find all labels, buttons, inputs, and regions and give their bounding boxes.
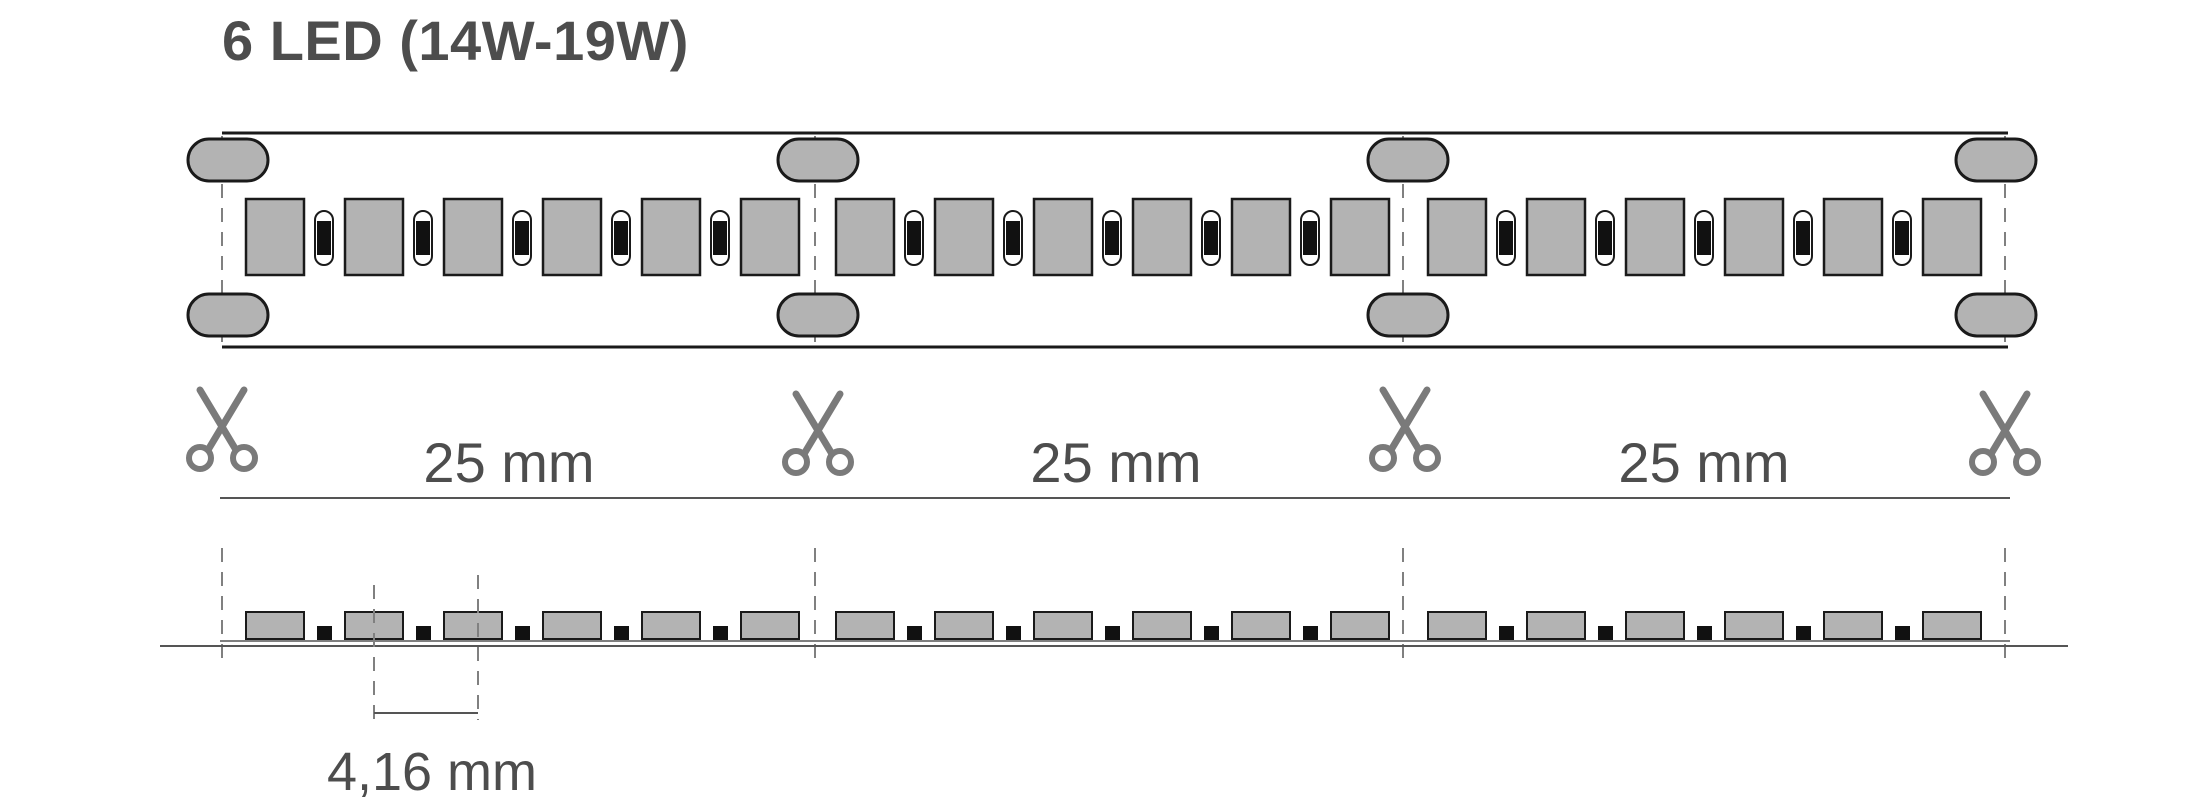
led-chip-side: [1033, 611, 1093, 640]
solder-pad: [1954, 292, 2038, 338]
resistor: [1006, 221, 1020, 255]
led-chip: [1230, 197, 1292, 277]
led-chip: [1624, 197, 1686, 277]
led-chip: [933, 197, 995, 277]
led-chip-side: [1625, 611, 1685, 640]
resistor: [1105, 221, 1119, 255]
diagram-title: 6 LED (14W-19W): [222, 9, 689, 72]
solder-pad: [776, 137, 860, 183]
led-chip: [1131, 197, 1193, 277]
resistor: [1796, 221, 1810, 255]
led-chip: [1032, 197, 1094, 277]
led-chip-side: [1427, 611, 1487, 640]
resistor-side: [1895, 626, 1910, 640]
resistor-side: [1303, 626, 1318, 640]
led-chip: [1426, 197, 1488, 277]
solder-pad: [1366, 137, 1450, 183]
led-chip-side: [641, 611, 701, 640]
resistor: [1895, 221, 1909, 255]
led-chip: [1525, 197, 1587, 277]
resistor: [1303, 221, 1317, 255]
led-chip: [1329, 197, 1391, 277]
resistor-side: [1499, 626, 1514, 640]
led-chip-side: [1922, 611, 1982, 640]
segment-3-length-label: 25 mm: [1618, 431, 1789, 494]
led-chip: [834, 197, 896, 277]
resistor: [614, 221, 628, 255]
resistor-side: [317, 626, 332, 640]
resistor: [416, 221, 430, 255]
scissors-icon: [785, 394, 851, 473]
resistor: [1697, 221, 1711, 255]
scissors-icon: [1372, 390, 1438, 469]
resistor: [317, 221, 331, 255]
led-chip-side: [1330, 611, 1390, 640]
resistor-side: [1796, 626, 1811, 640]
led-chip-side: [245, 611, 305, 640]
resistor: [1598, 221, 1612, 255]
led-chip-side: [740, 611, 800, 640]
solder-pad: [186, 137, 270, 183]
scissors-icon: [189, 390, 255, 469]
resistor-side: [1105, 626, 1120, 640]
resistor-side: [1006, 626, 1021, 640]
led-chip-side: [443, 611, 503, 640]
solder-pads: [186, 137, 2038, 338]
led-chip: [640, 197, 702, 277]
led-chip-side: [934, 611, 994, 640]
resistor-side: [416, 626, 431, 640]
resistor-side: [1598, 626, 1613, 640]
led-chip: [541, 197, 603, 277]
resistor: [515, 221, 529, 255]
scissors-icon: [1972, 394, 2038, 473]
solder-pad: [776, 292, 860, 338]
segment-1-length-label: 25 mm: [423, 431, 594, 494]
resistor-side: [907, 626, 922, 640]
resistor-side: [614, 626, 629, 640]
led-pitch-label: 4,16 mm: [327, 742, 537, 802]
led-chip-side: [1823, 611, 1883, 640]
led-chip-side: [542, 611, 602, 640]
resistor-side: [1204, 626, 1219, 640]
resistor: [907, 221, 921, 255]
solder-pad: [1954, 137, 2038, 183]
led-chip: [1822, 197, 1884, 277]
solder-pad: [1366, 292, 1450, 338]
led-chip-side: [1526, 611, 1586, 640]
side-view-leds: [245, 611, 1982, 640]
resistor-side: [1697, 626, 1712, 640]
solder-pad: [186, 292, 270, 338]
led-chip-side: [1724, 611, 1784, 640]
led-chip: [1723, 197, 1785, 277]
segment-2-length-label: 25 mm: [1030, 431, 1201, 494]
led-chip-side: [1132, 611, 1192, 640]
led-chip: [442, 197, 504, 277]
led-chip-side: [1231, 611, 1291, 640]
led-chip-side: [835, 611, 895, 640]
resistor: [1499, 221, 1513, 255]
resistor-side: [713, 626, 728, 640]
resistor: [1204, 221, 1218, 255]
resistor-side: [515, 626, 530, 640]
top-view-leds: [244, 197, 1983, 277]
led-chip: [343, 197, 405, 277]
led-chip: [739, 197, 801, 277]
led-chip: [1921, 197, 1983, 277]
led-chip: [244, 197, 306, 277]
resistor: [713, 221, 727, 255]
